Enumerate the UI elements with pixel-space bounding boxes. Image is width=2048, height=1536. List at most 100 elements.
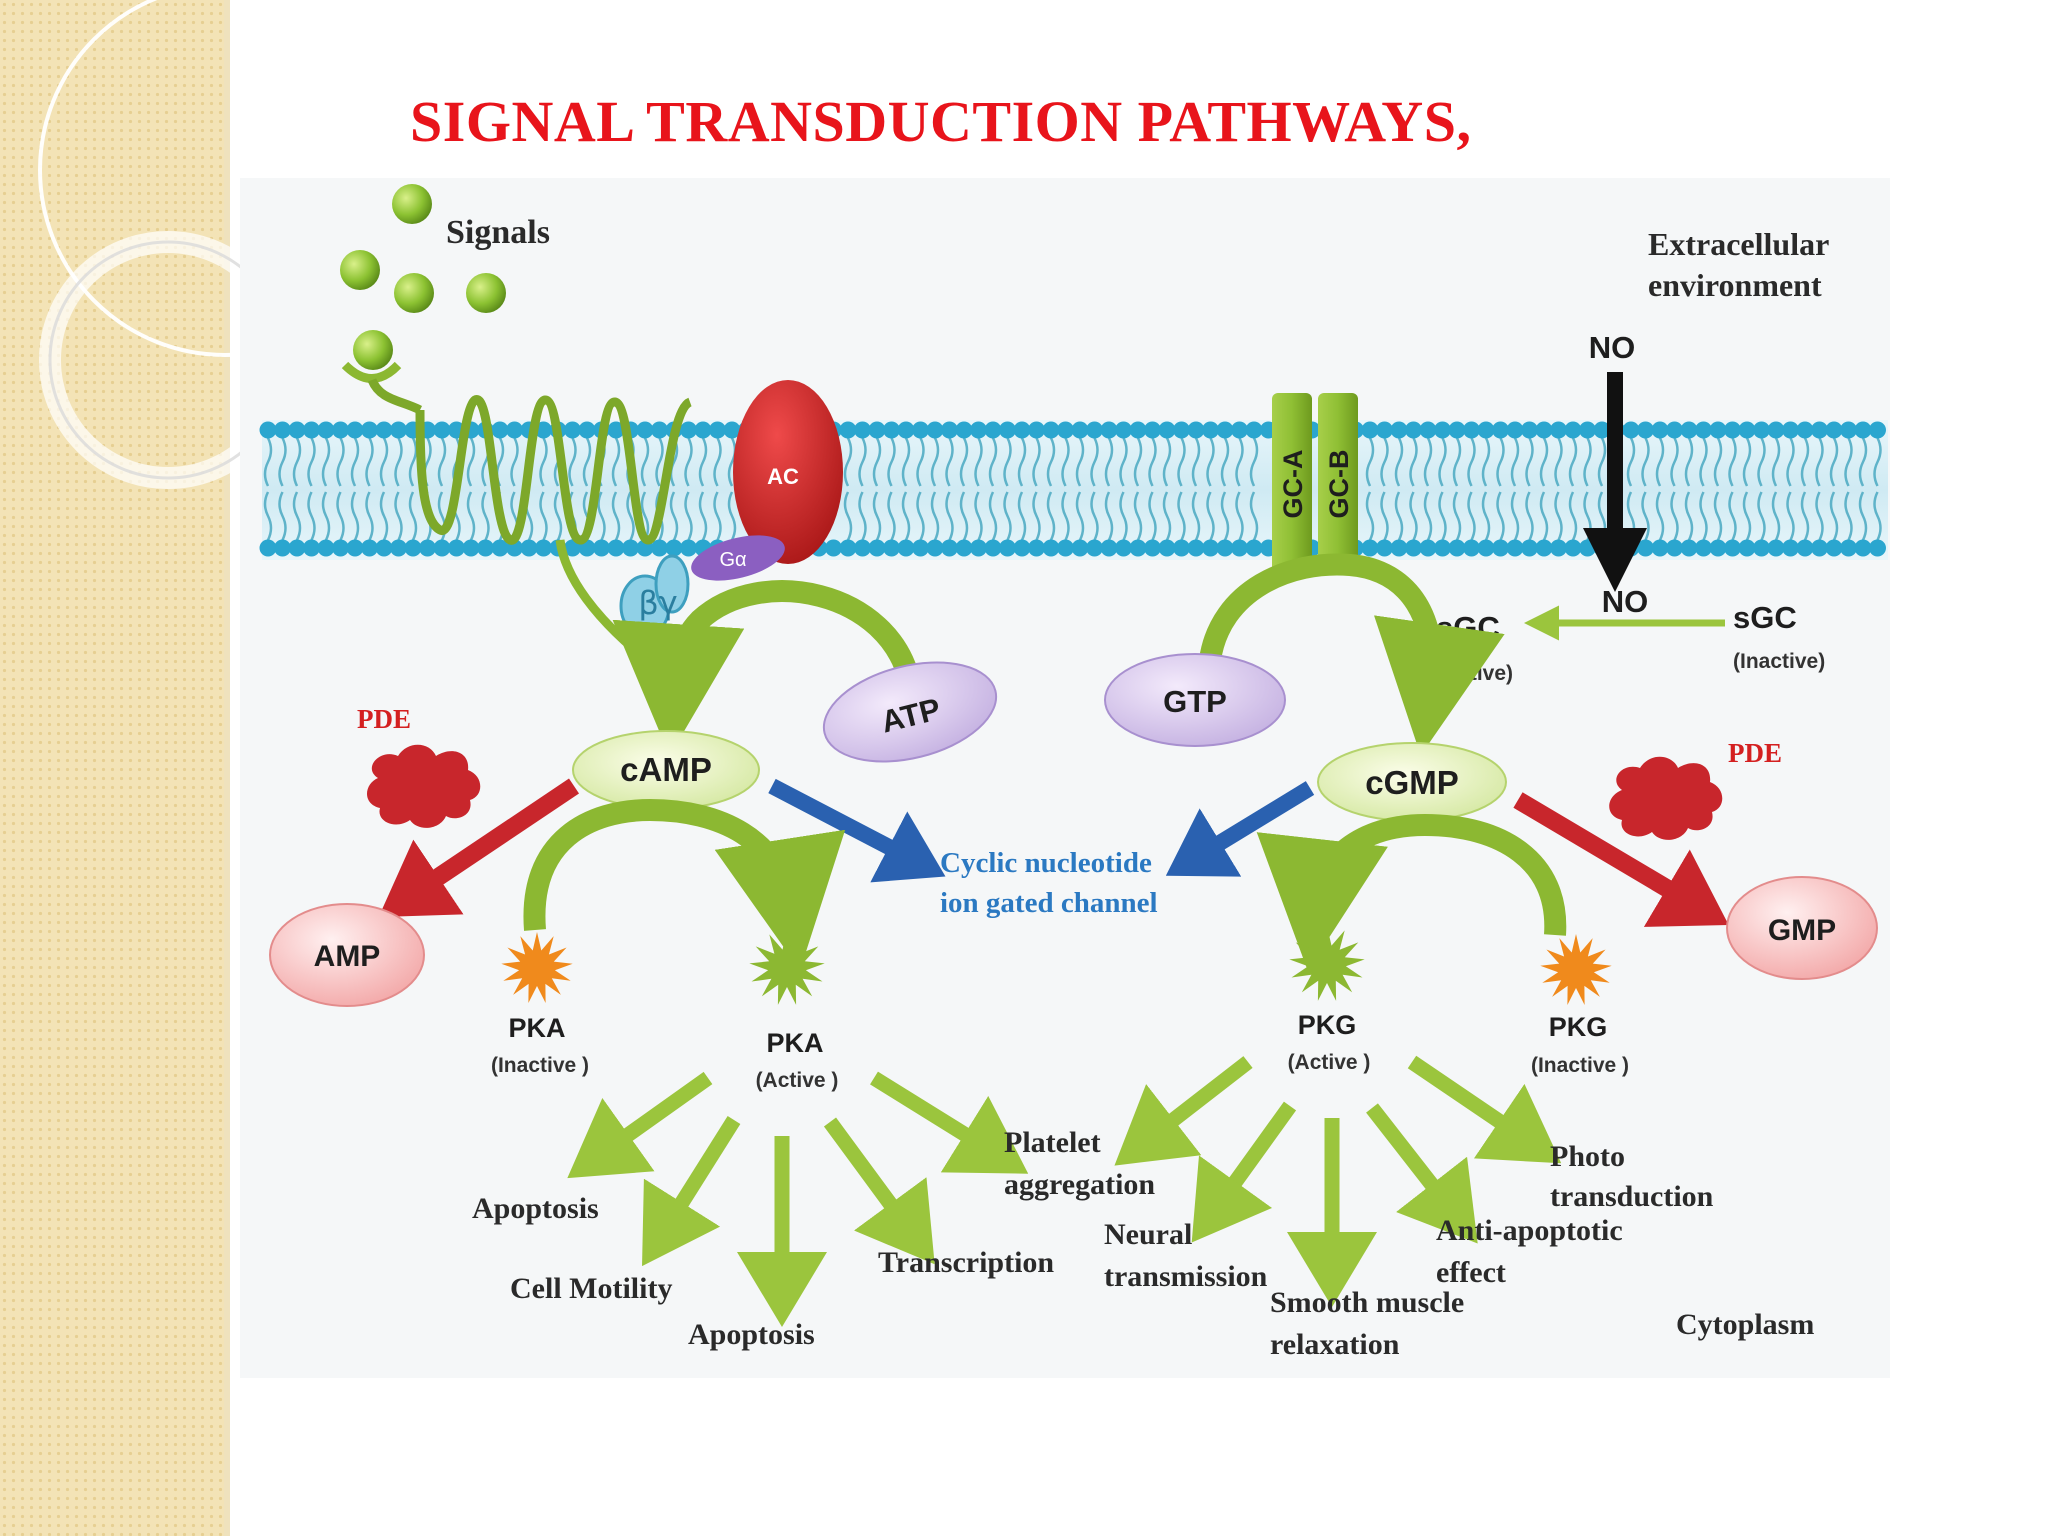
slide-title: SIGNAL TRANSDUCTION PATHWAYS,: [410, 89, 1472, 154]
lipid-head: [1071, 421, 1089, 439]
lipid-tail: [263, 491, 273, 541]
lipid-head: [1245, 539, 1263, 557]
lipid-tail: [1568, 491, 1578, 541]
lipid-head: [1042, 539, 1060, 557]
cgmp-to-gmp-arrow: [1513, 792, 1729, 927]
atp-oval: [822, 661, 998, 763]
lipid-head: [1361, 539, 1379, 557]
no-intracellular-label: NO: [1602, 584, 1649, 619]
pkg-active-star: [1289, 926, 1365, 1001]
camp-to-channel-arrow: [768, 778, 946, 883]
pka-effect-arrows: [567, 1071, 1029, 1327]
lipid-head: [1390, 421, 1408, 439]
lipid-tail: [684, 437, 693, 487]
sgc-inactive-label: sGC: [1733, 600, 1797, 635]
lipid-tail: [1815, 437, 1824, 487]
lipid-head: [419, 539, 436, 557]
lipid-tail: [1539, 437, 1549, 487]
lipid-tail: [1510, 437, 1520, 487]
lipid-tail: [1829, 491, 1839, 541]
lipid-head: [332, 539, 349, 557]
lipid-head: [1405, 421, 1422, 439]
lipid-tail: [655, 437, 664, 487]
lipid-tail: [278, 491, 287, 541]
lipid-head: [1680, 421, 1698, 439]
lipid-head: [1216, 539, 1234, 557]
lipid-head: [1245, 421, 1263, 439]
lipid-head: [912, 539, 929, 557]
lipid-tail: [1017, 491, 1027, 541]
beta-gamma-label: βγ: [638, 584, 677, 622]
lipid-tail: [1061, 491, 1070, 541]
lipid-head: [1840, 421, 1857, 439]
lipid-head: [825, 539, 842, 557]
lipid-tail: [1844, 491, 1853, 541]
lipid-head: [1463, 539, 1480, 557]
lipid-tail: [1539, 491, 1549, 541]
lipid-head: [854, 539, 871, 557]
lipid-tail: [1655, 437, 1665, 487]
lipid-tail: [1438, 437, 1447, 487]
lipid-head: [1115, 539, 1132, 557]
lipid-head: [1158, 539, 1176, 557]
lipid-tail: [539, 491, 548, 541]
lipid-head: [1651, 539, 1669, 557]
lipid-head: [1825, 539, 1843, 557]
lipid-tail: [1742, 491, 1752, 541]
gtp-label: GTP: [1163, 684, 1227, 719]
signal-molecules: [340, 184, 506, 370]
smooth-muscle-label-line1: Smooth muscle: [1270, 1286, 1464, 1319]
lipid-tail: [307, 491, 316, 541]
lipid-head: [361, 421, 378, 439]
lipid-head: [1361, 421, 1379, 439]
lipid-tail: [336, 437, 345, 487]
camp-to-pka-arrow: [523, 798, 846, 971]
lipid-head: [709, 421, 726, 439]
lipid-head: [520, 539, 538, 557]
apoptosis-label-1: Apoptosis: [472, 1192, 599, 1225]
lipid-tail: [321, 491, 331, 541]
lipid-tail: [1771, 491, 1781, 541]
lipid-head: [259, 421, 277, 439]
lipid-head: [1709, 421, 1727, 439]
cng-channel-label-line1: Cyclic nucleotide: [940, 847, 1152, 879]
lipid-head: [1071, 539, 1089, 557]
pkg-inactive-sub: (Inactive ): [1531, 1054, 1629, 1077]
lipid-tail: [1148, 437, 1157, 487]
lipid-head: [897, 421, 915, 439]
lipid-tail: [1858, 437, 1868, 487]
platelet-label-line1: Platelet: [1004, 1126, 1101, 1159]
gc-a-label: GC-A: [1278, 450, 1308, 519]
lipid-head: [854, 421, 871, 439]
lipid-tail: [1568, 437, 1578, 487]
lipid-tail: [307, 437, 316, 487]
lipid-head: [390, 421, 407, 439]
cgmp-to-channel-arrow: [1165, 781, 1315, 877]
extracellular-label-line1: Extracellular: [1648, 226, 1829, 262]
lipid-tail: [698, 491, 708, 541]
sgc-inactive-sub: (Inactive): [1733, 650, 1825, 673]
lipid-head: [883, 421, 900, 439]
cgmp-label: cGMP: [1365, 764, 1459, 801]
lipid-tail: [945, 437, 954, 487]
lipid-head: [1100, 421, 1118, 439]
lipid-head: [999, 539, 1016, 557]
lipid-head: [1854, 539, 1872, 557]
lipid-head: [491, 421, 509, 439]
lipid-tail: [1815, 491, 1824, 541]
lipid-tail: [466, 491, 476, 541]
lipid-tail: [1365, 437, 1375, 487]
lipid-head: [1042, 421, 1060, 439]
signals-label: Signals: [446, 214, 550, 251]
lipid-head: [317, 539, 335, 557]
lipid-tail: [1075, 437, 1085, 487]
atp-to-camp-arrow: [612, 580, 921, 756]
lipid-tail: [1496, 491, 1505, 541]
gmp-oval: [1726, 876, 1878, 980]
lipid-tail: [263, 437, 273, 487]
lipid-tail: [1554, 437, 1563, 487]
pde-left-cloud: [367, 744, 481, 828]
lipid-head: [607, 539, 625, 557]
lipid-tail: [1104, 491, 1114, 541]
lipid-head: [433, 421, 451, 439]
